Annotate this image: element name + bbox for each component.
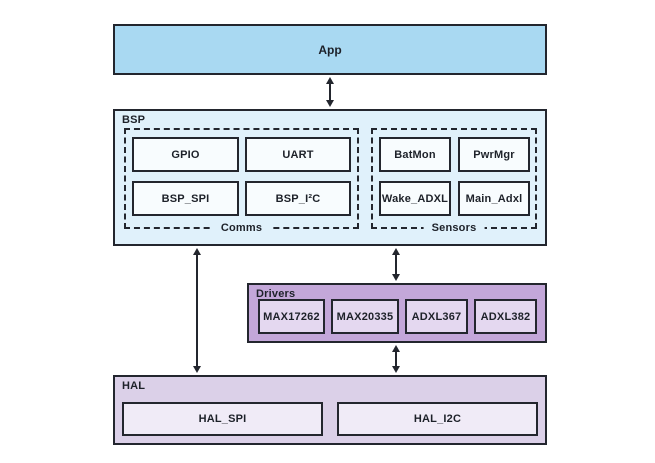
block-gpio: GPIO — [132, 137, 239, 172]
arrow-bsp-drivers — [392, 248, 400, 281]
block-pwrmgr: PwrMgr — [458, 137, 530, 172]
sensors-group: Sensors — [371, 128, 537, 236]
block-hal-i2c: HAL_I2C — [337, 402, 538, 436]
block-batmon: BatMon — [379, 137, 451, 172]
block-max20335: MAX20335 — [331, 299, 399, 334]
block-bsp-i2c: BSP_I²C — [245, 181, 351, 216]
block-hal-spi: HAL_SPI — [122, 402, 323, 436]
block-main-adxl: Main_Adxl — [458, 181, 530, 216]
app-layer-box: App — [113, 24, 547, 75]
block-adxl382: ADXL382 — [474, 299, 537, 334]
drivers-layer-label: Drivers — [256, 288, 296, 300]
comms-group: Comms — [124, 128, 359, 236]
block-wake-adxl: Wake_ADXL — [379, 181, 451, 216]
block-adxl367: ADXL367 — [405, 299, 468, 334]
bsp-layer-label: BSP — [122, 114, 146, 126]
block-bsp-spi: BSP_SPI — [132, 181, 239, 216]
app-layer-label: App — [318, 42, 342, 57]
block-uart: UART — [245, 137, 351, 172]
comms-group-label: Comms — [212, 221, 271, 236]
block-max17262: MAX17262 — [258, 299, 325, 334]
arrow-drivers-hal — [392, 345, 400, 373]
arrow-app-bsp — [326, 77, 334, 107]
sensors-group-label: Sensors — [423, 221, 485, 236]
hal-layer-label: HAL — [122, 380, 146, 392]
arrow-bsp-hal — [193, 248, 201, 373]
